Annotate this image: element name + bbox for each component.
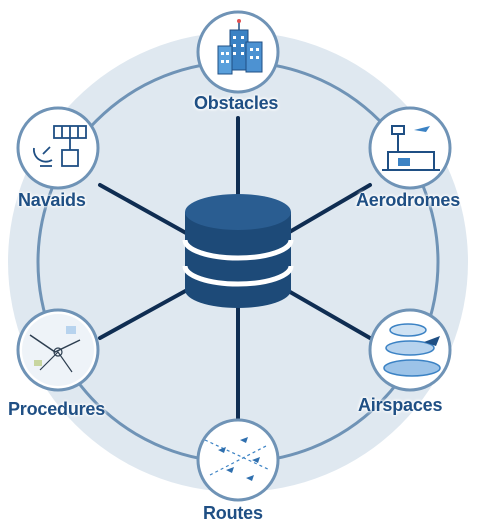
node-procedures[interactable]: [16, 308, 100, 392]
airport-tower-icon: [382, 125, 440, 171]
radar-antenna-icon: [33, 125, 87, 167]
label-navaids: Navaids: [18, 190, 86, 210]
route-map-icon: [204, 437, 271, 481]
node-navaids[interactable]: [16, 106, 100, 190]
label-airspaces: Airspaces: [358, 395, 443, 415]
node-obstacles[interactable]: [196, 10, 280, 94]
label-aerodromes: Aerodromes: [356, 190, 461, 210]
database-icon: [182, 194, 294, 308]
node-airspaces[interactable]: [368, 308, 452, 392]
airspace-layers-icon: [383, 323, 441, 377]
label-obstacles: Obstacles: [194, 93, 279, 113]
label-routes: Routes: [203, 503, 263, 523]
node-aerodromes[interactable]: [368, 106, 452, 190]
approach-chart-icon: [22, 314, 94, 386]
label-procedures: Procedures: [8, 399, 106, 419]
buildings-icon: [217, 19, 263, 75]
node-routes[interactable]: [196, 418, 280, 502]
